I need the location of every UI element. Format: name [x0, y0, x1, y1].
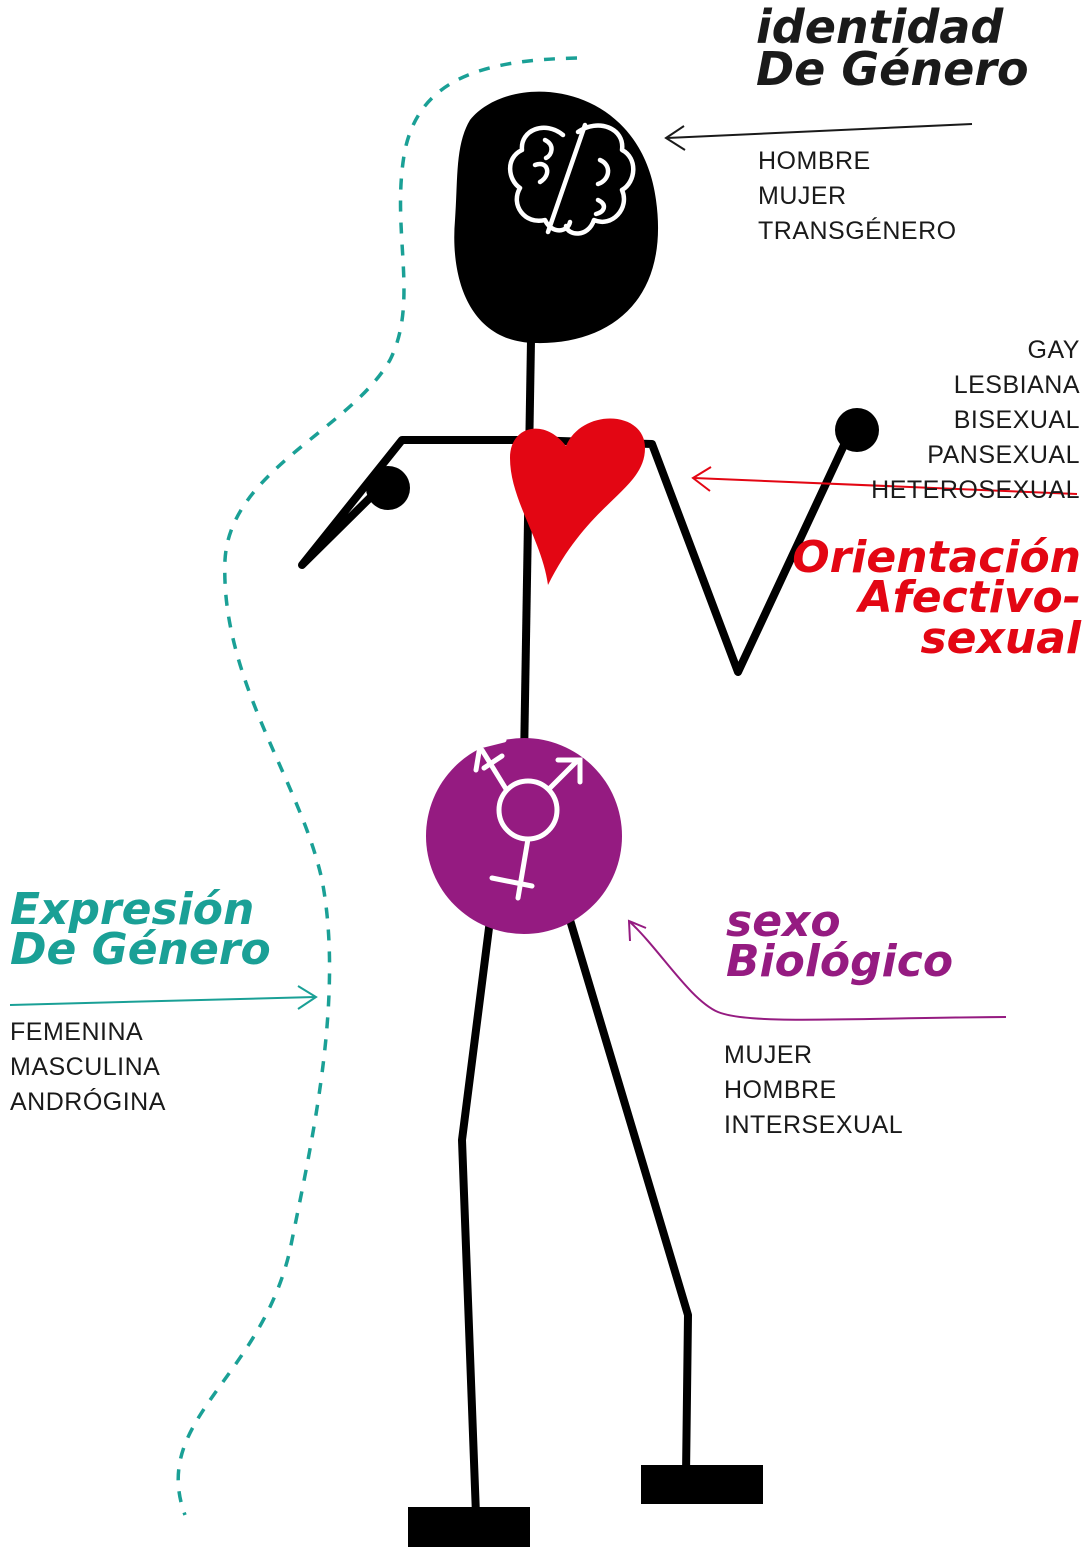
expression-item: MASCULINA [10, 1050, 166, 1085]
orientation-item: HETEROSEXUAL [871, 473, 1080, 508]
sex-item: MUJER [724, 1038, 903, 1073]
orientation-item: LESBIANA [871, 368, 1080, 403]
orientation-item: PANSEXUAL [871, 438, 1080, 473]
identity-item: TRANSGÉNERO [758, 214, 957, 249]
sex-title-line2: Biológico [726, 942, 953, 982]
identity-title-line2: De Género [756, 48, 1029, 90]
sex-item: HOMBRE [724, 1073, 903, 1108]
sex-title: sexo Biológico [726, 902, 953, 983]
right-leg [570, 920, 688, 1475]
sex-circle [426, 738, 622, 934]
identity-item: HOMBRE [758, 144, 957, 179]
identity-title: identidad De Género [756, 6, 1029, 91]
orientation-item: BISEXUAL [871, 403, 1080, 438]
expression-item: FEMENINA [10, 1015, 166, 1050]
expression-arrow [10, 986, 316, 1009]
left-arm [302, 440, 530, 565]
sex-item: INTERSEXUAL [724, 1108, 903, 1143]
expression-list: FEMENINA MASCULINA ANDRÓGINA [10, 1015, 166, 1120]
expression-title: Expresión De Género [10, 890, 271, 971]
orientation-title-line3: sexual [792, 619, 1081, 659]
orientation-title: Orientación Afectivo- sexual [792, 538, 1081, 659]
expression-item: ANDRÓGINA [10, 1085, 166, 1120]
left-foot [408, 1507, 530, 1547]
right-foot [641, 1465, 763, 1504]
identity-item: MUJER [758, 179, 957, 214]
orientation-item: GAY [871, 333, 1080, 368]
left-leg [462, 920, 490, 1515]
left-hand [366, 466, 410, 510]
identity-list: HOMBRE MUJER TRANSGÉNERO [758, 144, 957, 249]
expression-title-line2: De Género [10, 930, 271, 970]
sex-list: MUJER HOMBRE INTERSEXUAL [724, 1038, 903, 1143]
orientation-list: GAY LESBIANA BISEXUAL PANSEXUAL HETEROSE… [871, 333, 1080, 508]
